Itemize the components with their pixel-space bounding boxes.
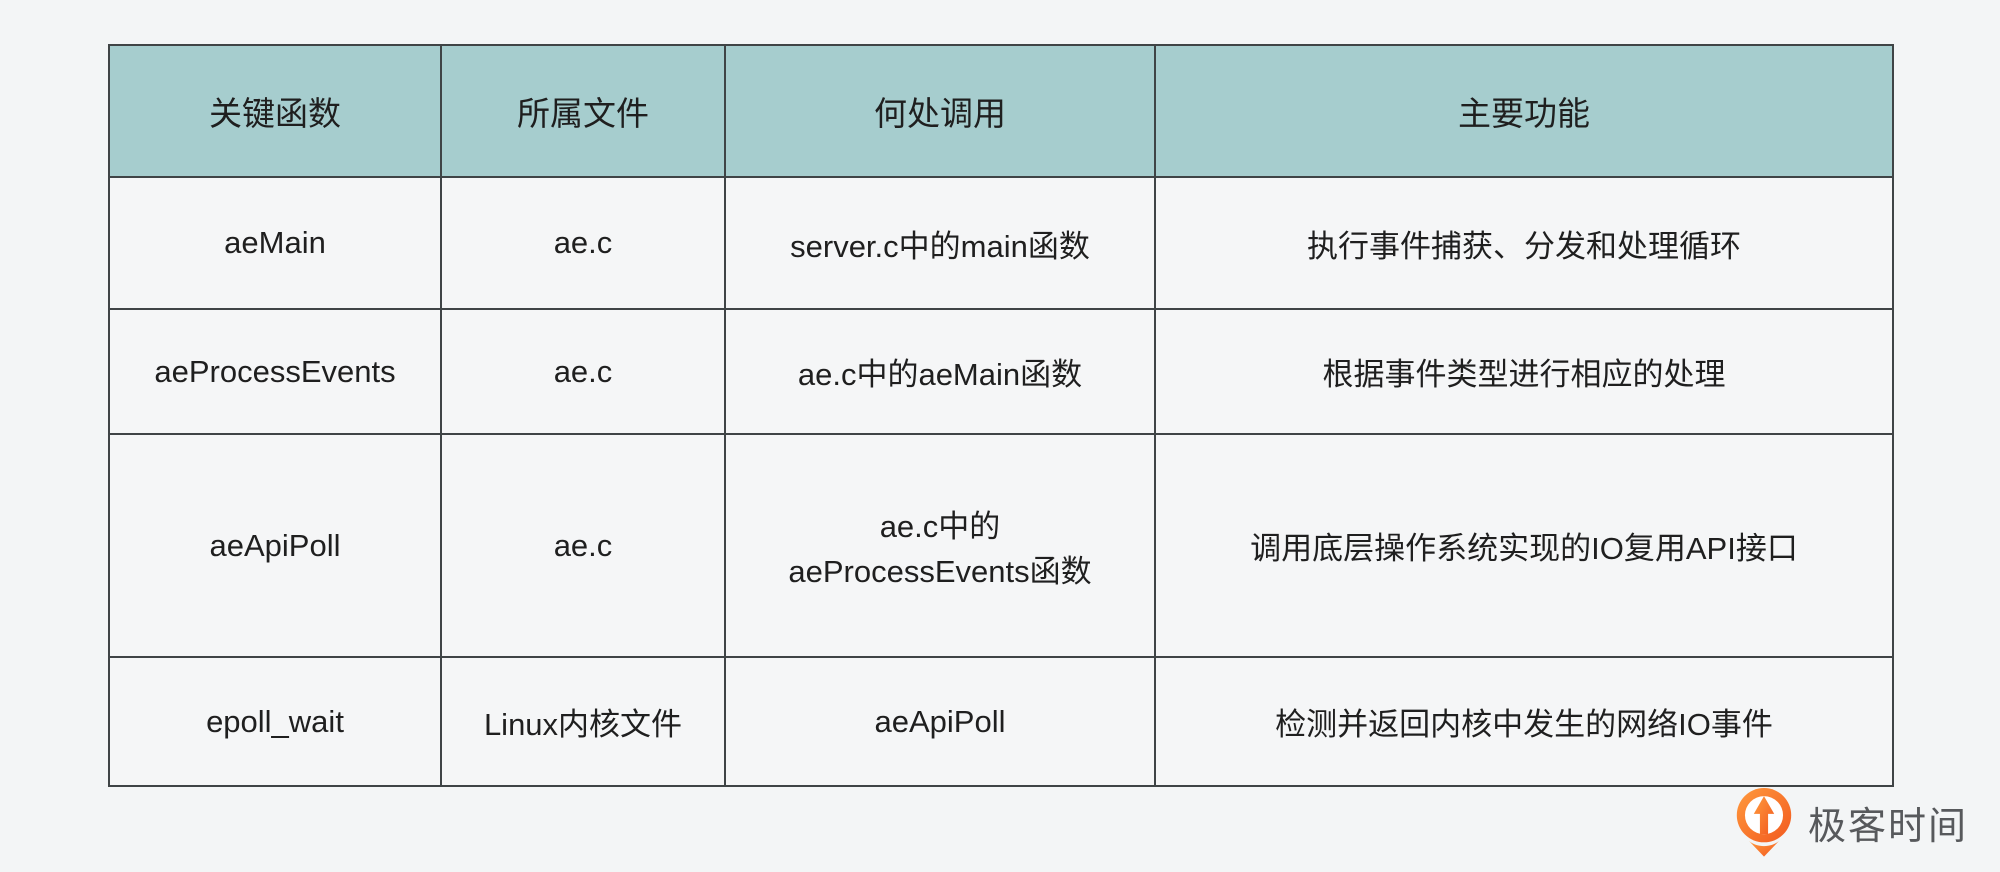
header-key-function: 关键函数 (108, 44, 442, 178)
cell-file: Linux内核文件 (440, 656, 726, 787)
header-main-purpose: 主要功能 (1154, 44, 1894, 178)
cell-called-from: ae.c中的aeMain函数 (724, 308, 1156, 435)
redis-event-functions-table: 关键函数 所属文件 何处调用 主要功能 aeMain ae.c server.c… (108, 44, 1894, 787)
header-file: 所属文件 (440, 44, 726, 178)
cell-called-from: ae.c中的 aeProcessEvents函数 (724, 433, 1156, 658)
table-row: aeProcessEvents ae.c ae.c中的aeMain函数 根据事件… (108, 308, 1894, 435)
header-called-from: 何处调用 (724, 44, 1156, 178)
cell-called-from: server.c中的main函数 (724, 176, 1156, 310)
cell-file: ae.c (440, 176, 726, 310)
cell-function-name: aeProcessEvents (108, 308, 442, 435)
cell-purpose: 根据事件类型进行相应的处理 (1154, 308, 1894, 435)
cell-function-name: epoll_wait (108, 656, 442, 787)
table-row: aeMain ae.c server.c中的main函数 执行事件捕获、分发和处… (108, 176, 1894, 310)
cell-function-name: aeApiPoll (108, 433, 442, 658)
cell-purpose: 执行事件捕获、分发和处理循环 (1154, 176, 1894, 310)
cell-called-from: aeApiPoll (724, 656, 1156, 787)
table-row: epoll_wait Linux内核文件 aeApiPoll 检测并返回内核中发… (108, 656, 1894, 787)
table-header-row: 关键函数 所属文件 何处调用 主要功能 (108, 44, 1894, 178)
brand-logo-text: 极客时间 (1807, 805, 1968, 848)
cell-purpose: 检测并返回内核中发生的网络IO事件 (1154, 656, 1894, 787)
brand-logo: 极客时间 (1730, 786, 1968, 858)
geektime-logo-icon (1736, 788, 1792, 857)
cell-purpose: 调用底层操作系统实现的IO复用API接口 (1154, 433, 1894, 658)
cell-file: ae.c (440, 308, 726, 435)
cell-file: ae.c (440, 433, 726, 658)
table-row: aeApiPoll ae.c ae.c中的 aeProcessEvents函数 … (108, 433, 1894, 658)
cell-function-name: aeMain (108, 176, 442, 310)
